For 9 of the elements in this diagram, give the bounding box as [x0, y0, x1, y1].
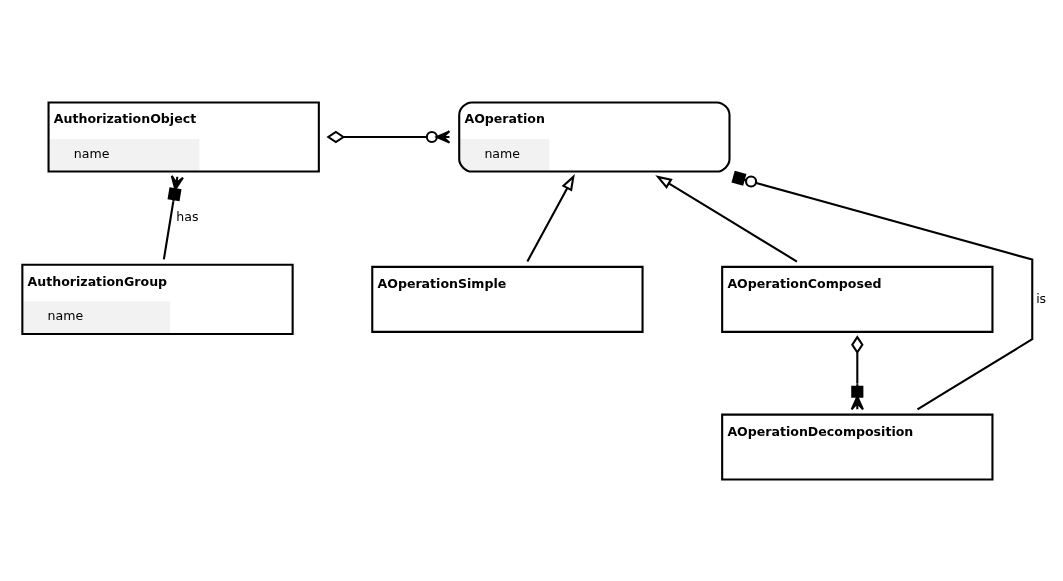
arrow [526, 173, 575, 262]
connector [326, 129, 451, 144]
node-box: AOperationDecomposition [721, 413, 994, 481]
edge-label: has [176, 208, 199, 224]
arrow [655, 174, 798, 262]
node-box: AOperationSimple [371, 265, 644, 333]
edge-label: is [1036, 290, 1047, 306]
node-box: AOperationComposed [721, 265, 994, 333]
connector [162, 174, 184, 259]
